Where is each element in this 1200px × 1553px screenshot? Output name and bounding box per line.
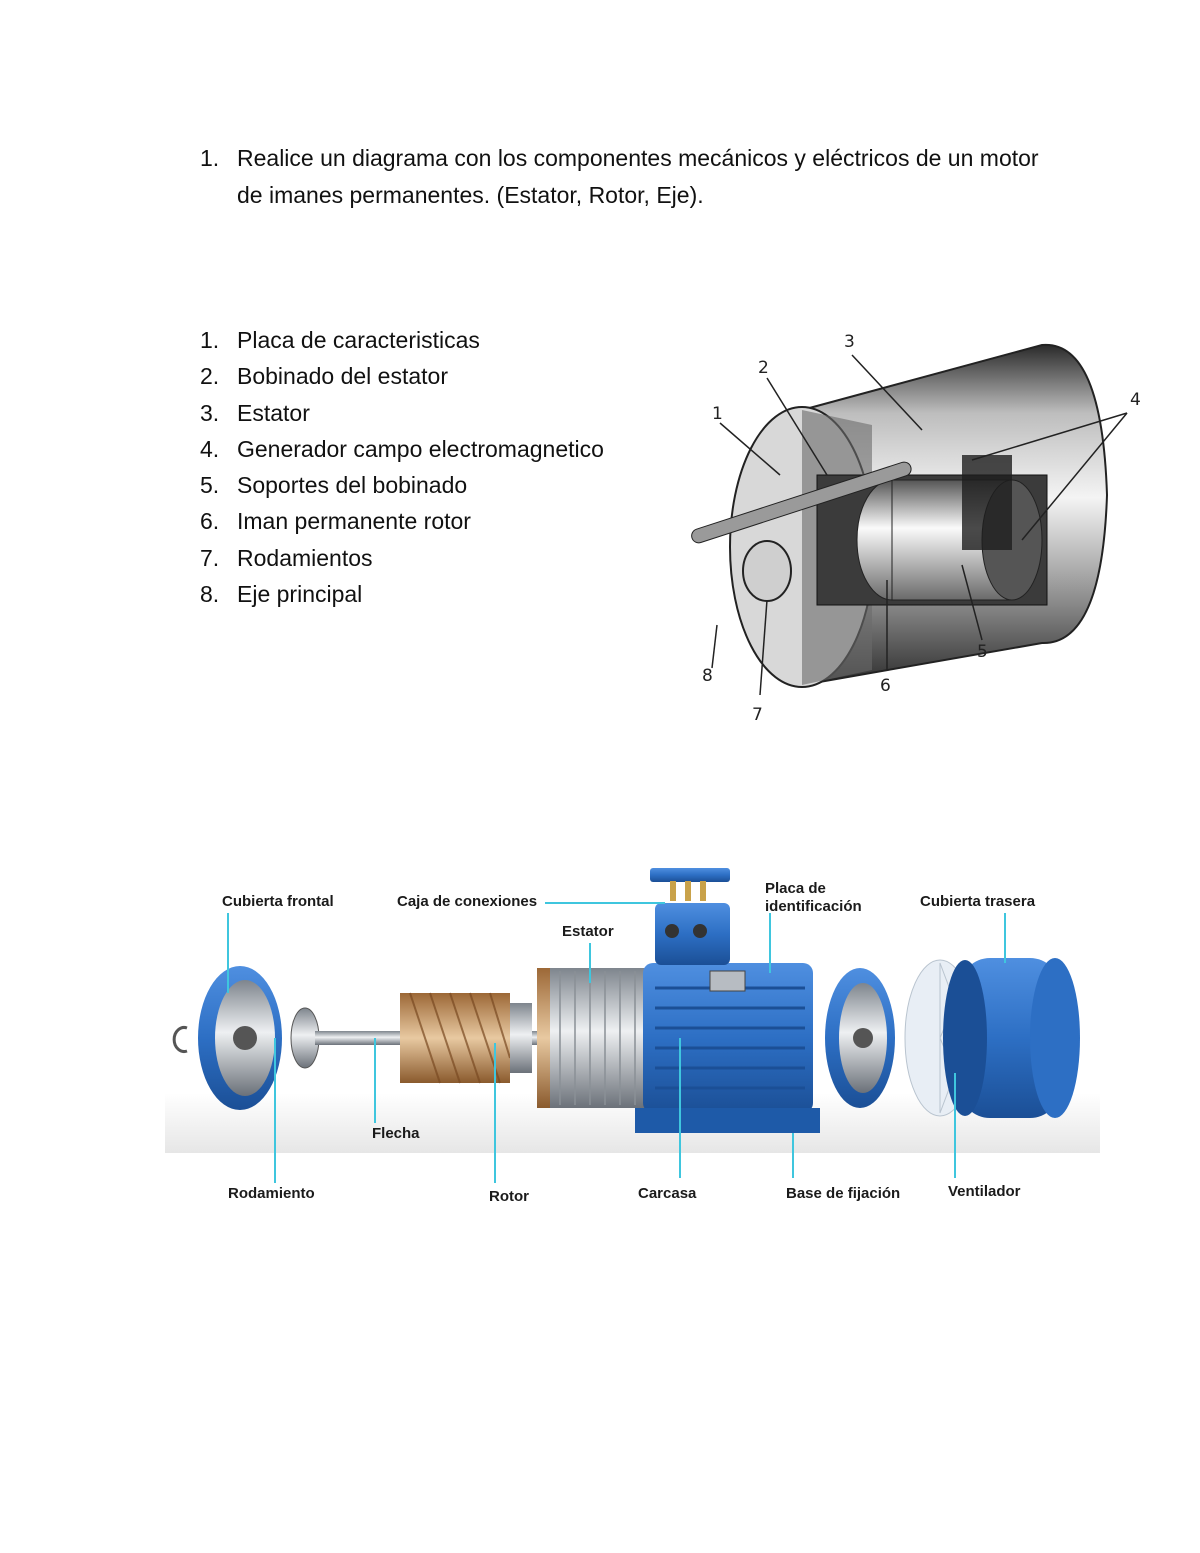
label-cubierta-trasera: Cubierta trasera bbox=[920, 893, 1036, 910]
list-item: 2.Bobinado del estator bbox=[200, 363, 448, 390]
list-item: 6.Iman permanente rotor bbox=[200, 508, 471, 535]
callout-number: 8 bbox=[702, 666, 713, 686]
label-placa-identificacion-2: identificación bbox=[765, 898, 862, 915]
label-base-fijacion: Base de fijación bbox=[786, 1185, 900, 1202]
rear-cover bbox=[825, 968, 895, 1108]
label-ventilador: Ventilador bbox=[948, 1183, 1021, 1200]
list-item: 3.Estator bbox=[200, 399, 310, 426]
label-flecha: Flecha bbox=[372, 1125, 420, 1142]
callout-numbers: 1 2 3 4 5 6 7 8 bbox=[702, 332, 1141, 725]
fan-cover bbox=[943, 958, 1080, 1118]
question-text: Realice un diagrama con los componentes … bbox=[237, 145, 1039, 208]
callout-number: 5 bbox=[977, 642, 988, 662]
motor-body bbox=[691, 343, 1109, 688]
callout-lines bbox=[227, 902, 1006, 1183]
list-item: 1.Placa de caracteristicas bbox=[200, 327, 480, 353]
callout-number: 3 bbox=[844, 332, 855, 352]
callout-number: 7 bbox=[752, 705, 763, 725]
label-estator: Estator bbox=[562, 923, 614, 940]
list-item: 8.Eje principal bbox=[200, 581, 363, 608]
front-cover bbox=[172, 966, 320, 1110]
label-carcasa: Carcasa bbox=[638, 1185, 697, 1202]
list-item: 4.Generador campo electromagnetico bbox=[200, 435, 604, 462]
callout-labels: Cubierta frontal Caja de conexiones Plac… bbox=[222, 880, 1036, 1205]
callout-number: 4 bbox=[1130, 390, 1141, 410]
motor-exploded-diagram: Cubierta frontal Caja de conexiones Plac… bbox=[165, 868, 1100, 1205]
label-cubierta-frontal: Cubierta frontal bbox=[222, 893, 334, 910]
rotor bbox=[400, 992, 532, 1084]
label-placa-identificacion-1: Placa de bbox=[765, 880, 826, 897]
callout-number: 6 bbox=[880, 676, 891, 696]
list-item: 7.Rodamientos bbox=[200, 544, 373, 571]
callout-lines bbox=[711, 354, 1128, 696]
motor-cutaway-diagram: 1 2 3 4 5 6 7 8 bbox=[691, 332, 1141, 725]
parts-list: 1.Placa de caracteristicas 2.Bobinado de… bbox=[200, 322, 604, 612]
label-rodamiento: Rodamiento bbox=[228, 1185, 315, 1202]
label-caja-conexiones: Caja de conexiones bbox=[397, 893, 537, 910]
stator bbox=[537, 968, 650, 1108]
question-number: 1. bbox=[200, 145, 220, 171]
list-item: 5.Soportes del bobinado bbox=[200, 472, 468, 499]
label-rotor: Rotor bbox=[489, 1188, 529, 1205]
callout-number: 1 bbox=[712, 404, 723, 424]
motor-housing bbox=[635, 868, 820, 1133]
callout-number: 2 bbox=[758, 358, 769, 378]
